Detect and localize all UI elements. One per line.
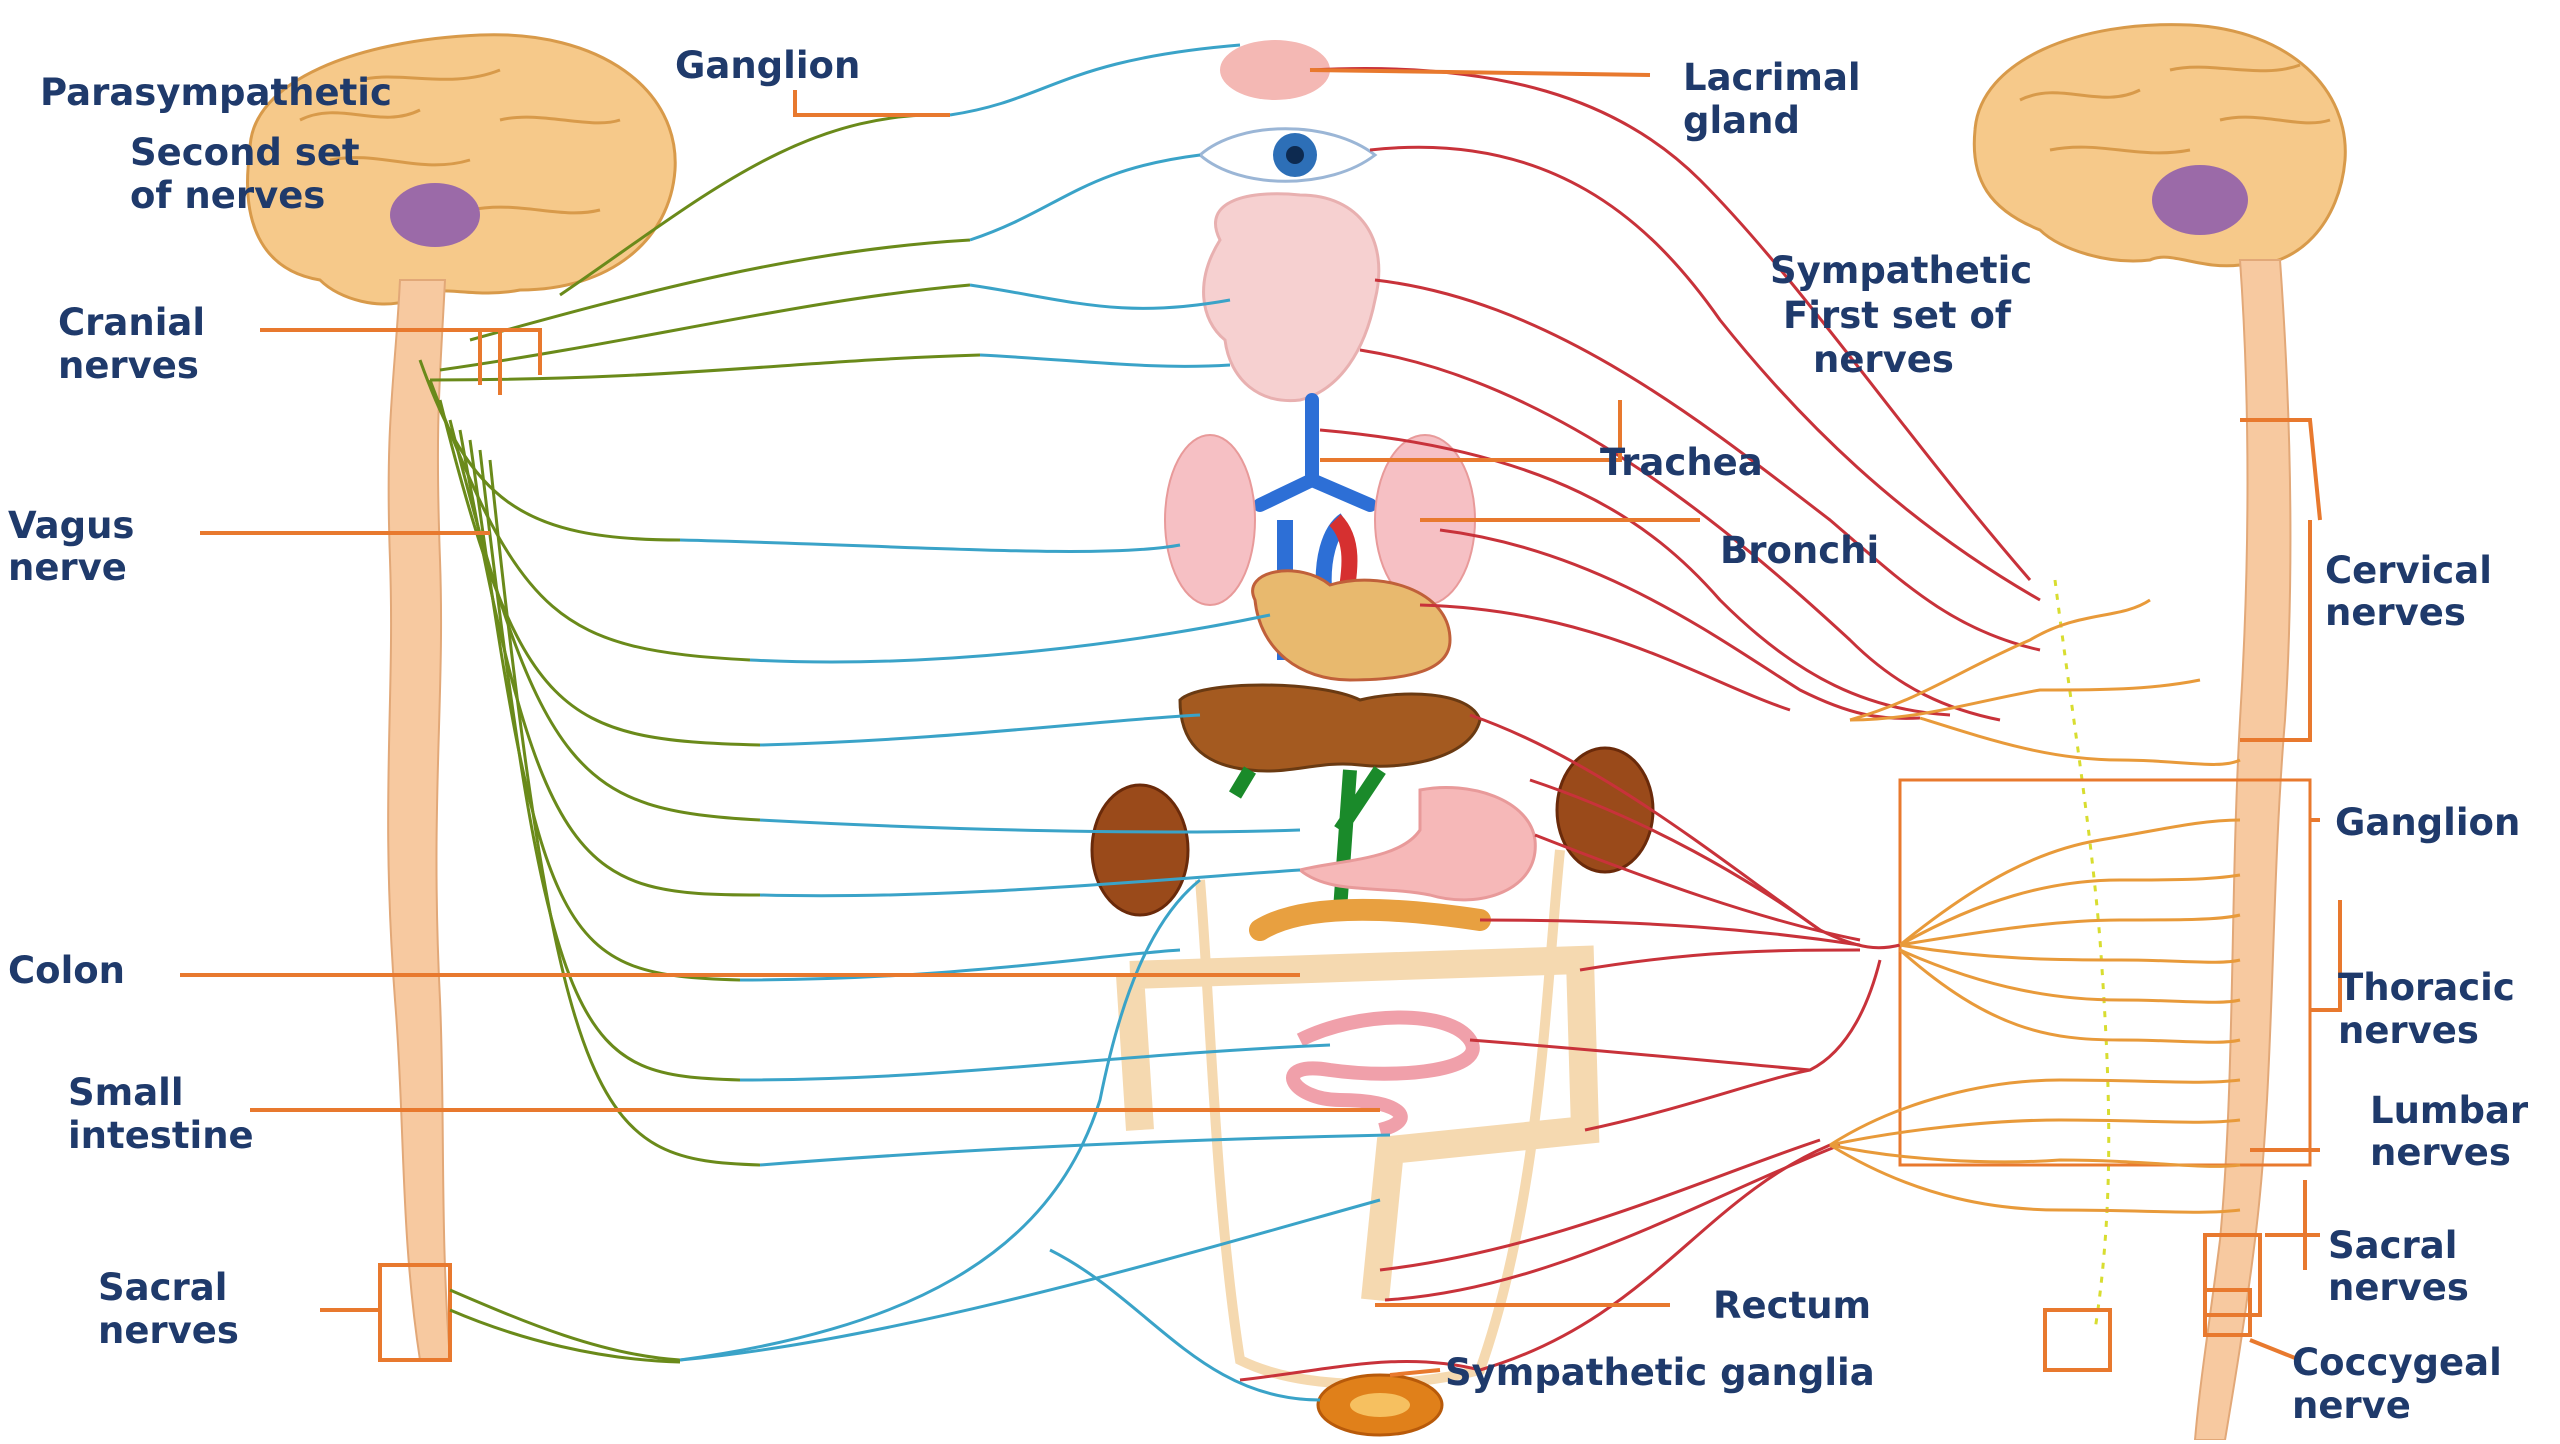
left-lung [1165, 435, 1255, 605]
label-sacral-left-2: nerves [98, 1309, 239, 1352]
sympathetic-chain [2055, 580, 2109, 1330]
label-lacrimal-2: gland [1683, 99, 1800, 142]
label-bronchi: Bronchi [1720, 529, 1879, 572]
label-sacral-right-2: nerves [2328, 1266, 2469, 1309]
liver [1180, 685, 1480, 771]
label-parasympathetic: Parasympathetic [40, 71, 392, 114]
sympathetic-base-box [2045, 1310, 2110, 1370]
label-vagus-1: Vagus [8, 504, 134, 547]
trachea-bronchi [1260, 400, 1370, 505]
label-second-set-2: of nerves [130, 174, 325, 217]
label-sympathetic-ganglia: Sympathetic ganglia [1445, 1351, 1875, 1394]
label-cervical-2: nerves [2325, 591, 2466, 634]
right-brain [1974, 25, 2345, 266]
label-cranial-1: Cranial [58, 301, 205, 344]
label-small-2: intestine [68, 1114, 254, 1157]
label-small-1: Small [68, 1071, 184, 1114]
label-coccygeal-2: nerve [2292, 1384, 2411, 1427]
label-ganglion-top: Ganglion [675, 44, 860, 87]
label-thoracic-2: nerves [2338, 1009, 2479, 1052]
label-cervical-1: Cervical [2325, 549, 2492, 592]
label-thoracic-1: Thoracic [2338, 966, 2515, 1009]
label-trachea: Trachea [1600, 441, 1763, 484]
left-spinal-cord [388, 280, 450, 1360]
left-brain-spine [248, 35, 676, 1360]
label-rectum: Rectum [1713, 1284, 1871, 1327]
label-sacral-left-1: Sacral [98, 1266, 227, 1309]
label-cranial-2: nerves [58, 344, 199, 387]
label-second-set-1: Second set [130, 131, 360, 174]
head-skull [1204, 194, 1379, 401]
stomach [1300, 787, 1535, 899]
label-ganglion-right: Ganglion [2335, 801, 2520, 844]
small-intestine [1293, 1018, 1473, 1131]
label-vagus-2: nerve [8, 546, 127, 589]
label-colon: Colon [8, 949, 125, 992]
right-thalamus [2152, 165, 2248, 235]
label-sympathetic-3: nerves [1813, 338, 1954, 381]
left-kidney [1092, 785, 1188, 915]
label-sacral-right-1: Sacral [2328, 1224, 2457, 1267]
label-lacrimal-1: Lacrimal [1683, 56, 1861, 99]
label-sympathetic-1: Sympathetic [1770, 249, 2032, 292]
label-sympathetic-2: First set of [1783, 294, 2012, 337]
left-thalamus [390, 183, 480, 247]
right-spinal-cord [2195, 260, 2290, 1440]
eye [1200, 129, 1375, 182]
label-lumbar-2: nerves [2370, 1131, 2511, 1174]
pancreas [1260, 910, 1480, 930]
label-lumbar-1: Lumbar [2370, 1089, 2529, 1132]
organs [1092, 40, 1653, 1435]
label-coccygeal-1: Coccygeal [2292, 1341, 2502, 1384]
spinal-branches [1830, 600, 2240, 1212]
